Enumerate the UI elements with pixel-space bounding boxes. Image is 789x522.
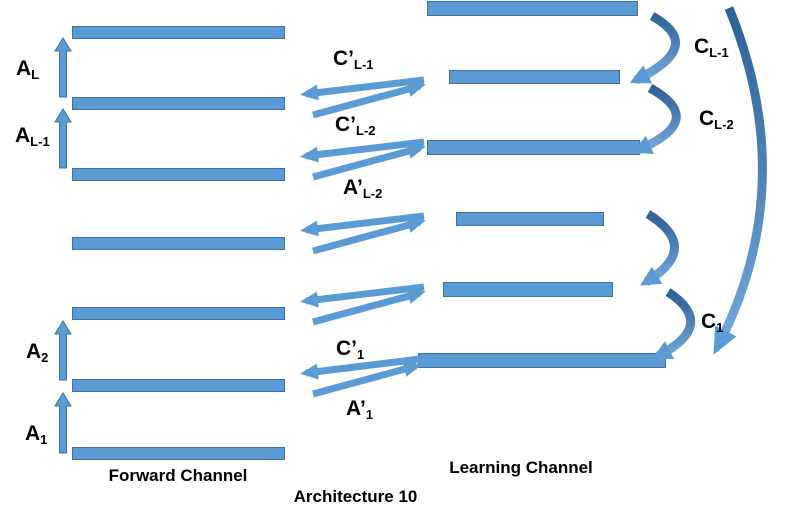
- diagonal-pair-C-L-2: [300, 138, 426, 181]
- label-C-L-2: CL-2: [699, 107, 734, 132]
- up-arrow-A-2: [54, 320, 72, 381]
- curved-arrow-middle: [640, 210, 679, 286]
- learning-layer-bar: [456, 212, 604, 226]
- label-A-2: A2: [26, 340, 49, 365]
- label-C-1: C1: [701, 310, 724, 335]
- learning-layer-bar: [443, 282, 613, 297]
- long-feedback-arc: [713, 6, 767, 355]
- forward-layer-bar: [72, 307, 285, 320]
- diagonal-pair-C-1: [300, 355, 422, 398]
- forward-channel-caption: Forward Channel: [108, 466, 248, 485]
- forward-layer-bar-bottom: [72, 447, 285, 460]
- diagonal-pair-C-L-1: [300, 76, 426, 119]
- label-Ap-1: A’1: [346, 397, 374, 422]
- learning-layer-bar-top: [427, 1, 638, 16]
- diagonal-pair-mid-upper: [300, 212, 426, 255]
- label-A-L-1: AL-1: [15, 124, 50, 149]
- label-A-L: AL: [16, 57, 40, 82]
- label-C-L-1: CL-1: [694, 35, 729, 60]
- curved-arrow-C-L-2: [631, 84, 681, 155]
- learning-layer-bar: [449, 70, 620, 84]
- up-arrow-A-L-1: [54, 108, 72, 169]
- forward-layer-bar: [72, 168, 285, 181]
- forward-layer-bar-top: [72, 26, 285, 39]
- label-Cp-L-2: C’L-2: [335, 113, 376, 138]
- up-arrow-A-L: [54, 37, 72, 98]
- learning-channel-caption: Learning Channel: [449, 458, 593, 477]
- curved-arrow-C-1: [651, 288, 696, 360]
- label-Cp-1: C’1: [336, 337, 365, 362]
- label-Cp-L-1: C’L-1: [333, 47, 374, 72]
- up-arrow-A-1: [54, 392, 72, 454]
- forward-layer-bar: [72, 237, 285, 250]
- forward-layer-bar: [72, 97, 285, 110]
- label-A-1: A1: [25, 422, 48, 447]
- label-Ap-L-2: A’L-2: [343, 176, 383, 201]
- forward-layer-bar: [72, 379, 285, 392]
- curved-arrow-C-L-1: [629, 12, 680, 85]
- diagonal-pair-mid-lower: [300, 283, 426, 326]
- diagram-title: Architecture 10: [293, 487, 418, 506]
